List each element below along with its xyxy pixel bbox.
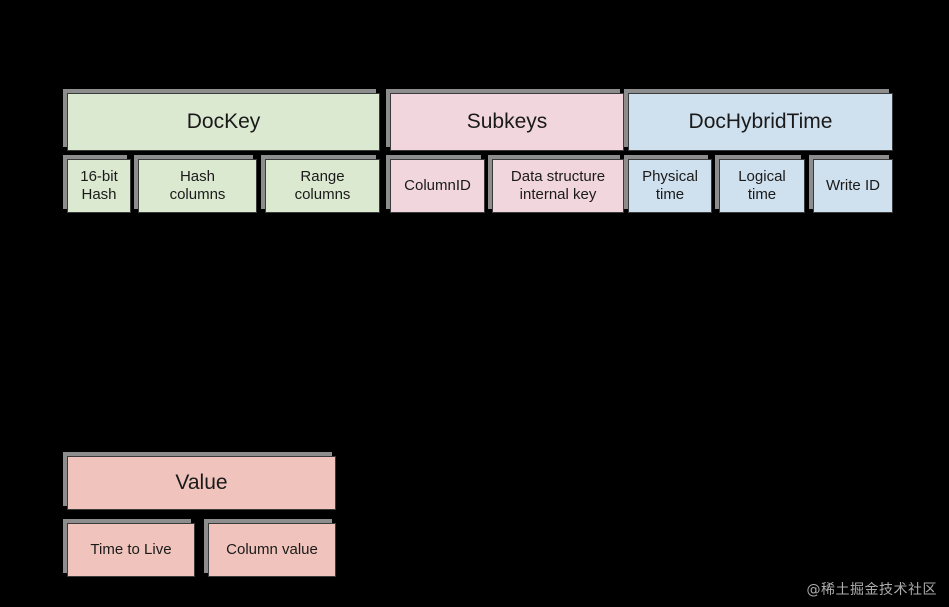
group-value[interactable]: Value xyxy=(67,456,336,510)
field-columnid[interactable]: ColumnID xyxy=(390,159,485,213)
field-range-columns-label: Range columns xyxy=(294,168,351,203)
field-column-value-label: Column value xyxy=(226,541,318,559)
field-hash-columns-label: Hash columns xyxy=(169,168,226,203)
field-physical-time[interactable]: Physical time xyxy=(628,159,712,213)
field-physical-time-label: Physical time xyxy=(642,168,698,203)
field-write-id-label: Write ID xyxy=(826,177,880,195)
field-range-columns[interactable]: Range columns xyxy=(265,159,380,213)
group-value-label: Value xyxy=(175,470,228,494)
group-dockey-label: DocKey xyxy=(186,109,261,133)
group-dockey[interactable]: DocKey xyxy=(67,93,380,151)
field-data-structure-internal-key[interactable]: Data structure internal key xyxy=(492,159,624,213)
field-time-to-live-label: Time to Live xyxy=(90,541,172,559)
field-logical-time-label: Logical time xyxy=(738,168,786,203)
field-hash-columns[interactable]: Hash columns xyxy=(138,159,257,213)
group-dochybridtime[interactable]: DocHybridTime xyxy=(628,93,893,151)
group-subkeys-label: Subkeys xyxy=(466,109,548,133)
field-16bit-hash-label: 16-bit Hash xyxy=(80,168,118,203)
field-column-value[interactable]: Column value xyxy=(208,523,336,577)
field-16bit-hash[interactable]: 16-bit Hash xyxy=(67,159,131,213)
field-write-id[interactable]: Write ID xyxy=(813,159,893,213)
field-logical-time[interactable]: Logical time xyxy=(719,159,805,213)
group-dochybridtime-label: DocHybridTime xyxy=(688,109,833,133)
field-data-structure-internal-key-label: Data structure internal key xyxy=(510,168,606,203)
watermark: @稀土掘金技术社区 xyxy=(806,582,937,598)
field-time-to-live[interactable]: Time to Live xyxy=(67,523,195,577)
group-subkeys[interactable]: Subkeys xyxy=(390,93,624,151)
field-columnid-label: ColumnID xyxy=(404,177,471,195)
